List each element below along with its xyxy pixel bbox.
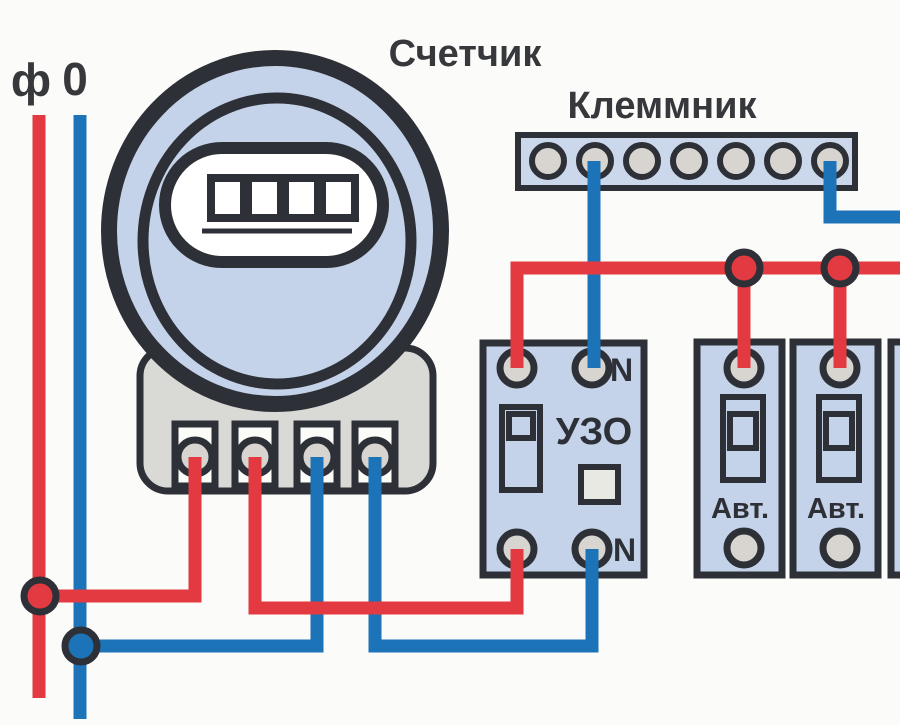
breaker-toggle-knob [823, 411, 855, 451]
breaker-terminal-bottom [819, 527, 861, 569]
rcd-toggle [499, 404, 543, 493]
rcd-label: УЗО [556, 411, 633, 453]
terminal-hole [670, 142, 708, 180]
bus-junction-dot-1 [724, 248, 764, 288]
terminal-hole [623, 142, 661, 180]
breaker-3-partial [887, 338, 900, 579]
breaker-label: Авт. [711, 493, 769, 525]
phase-junction-dot [20, 576, 60, 616]
meter [101, 50, 449, 495]
neutral-label: 0 [62, 53, 88, 105]
terminal-hole [717, 142, 755, 180]
rcd: УЗО N N [479, 339, 648, 579]
meter-title: Счетчик [389, 33, 543, 75]
terminal-hole [764, 142, 802, 180]
rcd-test-button [578, 464, 621, 505]
digit-window [318, 174, 359, 222]
breaker-label: Авт. [807, 493, 865, 525]
breaker-toggle [720, 394, 766, 483]
rcd-n-label-top: N [610, 352, 633, 388]
rcd-n-label-bottom: N [613, 532, 636, 568]
wire-meter-t2-to-rcd [248, 457, 524, 615]
wire-meter-t3-to-neutral [81, 457, 324, 653]
breaker-terminal-bottom [723, 527, 765, 569]
digit-window [207, 174, 248, 222]
meter-inner-ring [137, 92, 417, 390]
breaker-toggle-knob [727, 411, 759, 451]
wire-terminal-block-exit-right [823, 161, 900, 224]
breaker-2: Авт. [789, 338, 882, 579]
neutral-junction-dot [61, 626, 101, 666]
digit-window [244, 174, 285, 222]
breaker-toggle [816, 394, 862, 483]
terminal-hole [529, 142, 567, 180]
wire-meter-t4-to-rcd-n [368, 457, 599, 653]
phase-label: ф [11, 54, 51, 106]
breaker-1: Авт. [693, 338, 786, 579]
bus-junction-dot-2 [820, 248, 860, 288]
wire-meter-t1-to-phase [40, 457, 202, 603]
phase-bus-from-rcd [510, 261, 900, 368]
terminal-block-title: Клеммник [567, 85, 757, 127]
terminal-block [515, 132, 858, 191]
digit-window [281, 174, 322, 222]
rcd-toggle-knob [506, 411, 536, 441]
